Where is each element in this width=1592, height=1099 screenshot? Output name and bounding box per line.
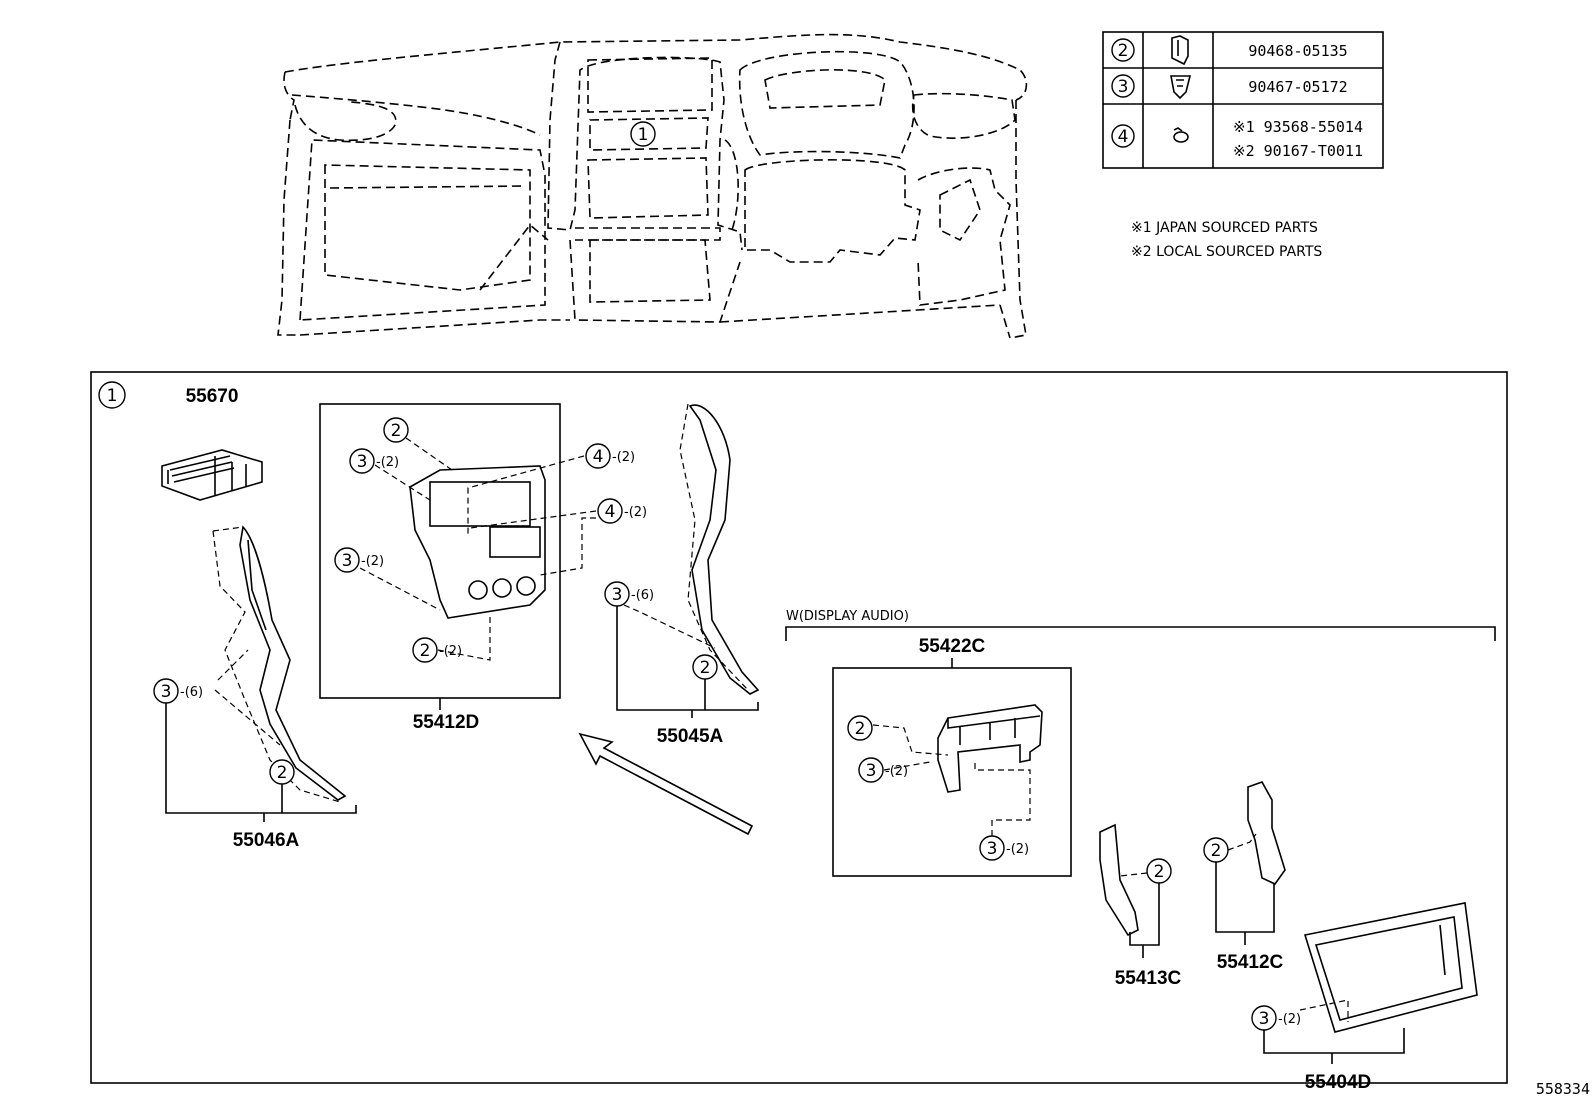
part-label-55413C: 55413C (1115, 968, 1182, 989)
qty-label: -(2) (361, 554, 384, 569)
display-bracket-part (937, 704, 1043, 793)
clip-icon (1171, 35, 1189, 66)
callout-ref: 2 (420, 641, 431, 661)
center-cluster-bezel-part (409, 465, 546, 619)
callout-ref: 2 (391, 421, 402, 441)
fastener-clip-icon (1170, 75, 1192, 100)
qty-label: -(6) (180, 685, 203, 700)
callout-ref: 4 (605, 502, 616, 522)
group-label-display-audio: W(DISPLAY AUDIO) (786, 609, 909, 624)
group-bracket (785, 626, 1496, 641)
callout-ref: 3 (342, 551, 353, 571)
qty-label: -(2) (376, 455, 399, 470)
air-vent-part (161, 449, 263, 501)
callout-ref: 2 (277, 763, 288, 783)
screw-icon (1173, 127, 1189, 143)
detail-ref-circle (98, 381, 126, 409)
callout-ref: 3 (161, 682, 172, 702)
detail-ref: 1 (107, 386, 118, 406)
dashboard-callout: 1 (638, 125, 649, 145)
right-side-panel-part (688, 404, 760, 695)
qty-label: -(2) (1006, 842, 1029, 857)
small-trim-bracket-part (1099, 823, 1139, 937)
note-japan-sourced: ※1 JAPAN SOURCED PARTS (1131, 220, 1318, 236)
qty-label: -(2) (624, 505, 647, 520)
display-frame-part (1303, 902, 1478, 1033)
direction-arrow-icon (578, 732, 754, 836)
part-label-55670: 55670 (186, 386, 239, 407)
part-label-55045A: 55045A (657, 726, 724, 747)
qty-label: -(2) (885, 764, 908, 779)
side-bracket-part (1247, 781, 1286, 886)
callout-ref: 2 (1211, 841, 1222, 861)
callout-ref: 3 (987, 839, 998, 859)
legend-part-number: ※2 90167-T0011 (1233, 142, 1363, 160)
callout-ref: 3 (1259, 1009, 1270, 1029)
callout-ref: 2 (1154, 862, 1165, 882)
legend-ref-4: 4 (1118, 127, 1129, 147)
qty-label: -(6) (631, 588, 654, 603)
legend-ref-3: 3 (1118, 77, 1129, 97)
part-label-55412C: 55412C (1217, 952, 1284, 973)
callout-ref: 3 (357, 452, 368, 472)
legend-part-number: 90468-05135 (1248, 42, 1347, 60)
qty-label: -(2) (439, 644, 462, 659)
callout-ref: 3 (612, 585, 623, 605)
legend-part-number: ※1 93568-55014 (1233, 118, 1363, 136)
legend-table (1102, 31, 1384, 169)
dashboard-callout-circle (630, 121, 656, 147)
part-label-55412D: 55412D (413, 712, 480, 733)
callout-ref: 4 (593, 447, 604, 467)
callout-ref: 2 (855, 719, 866, 739)
qty-label: -(2) (612, 450, 635, 465)
qty-label: -(2) (1278, 1012, 1301, 1027)
part-label-55404D: 55404D (1305, 1072, 1372, 1093)
detail-frame (90, 371, 1508, 1084)
note-local-sourced: ※2 LOCAL SOURCED PARTS (1131, 244, 1322, 260)
part-label-55422C: 55422C (919, 636, 986, 657)
part-label-55046A: 55046A (233, 830, 300, 851)
dashboard-outline (277, 33, 1028, 339)
figure-id: 558334 (1536, 1080, 1590, 1098)
callout-ref: 2 (700, 658, 711, 678)
legend-ref-2: 2 (1118, 41, 1129, 61)
callout-ref: 3 (866, 761, 877, 781)
legend-part-number: 90467-05172 (1248, 78, 1347, 96)
left-side-panel-part (239, 525, 347, 801)
